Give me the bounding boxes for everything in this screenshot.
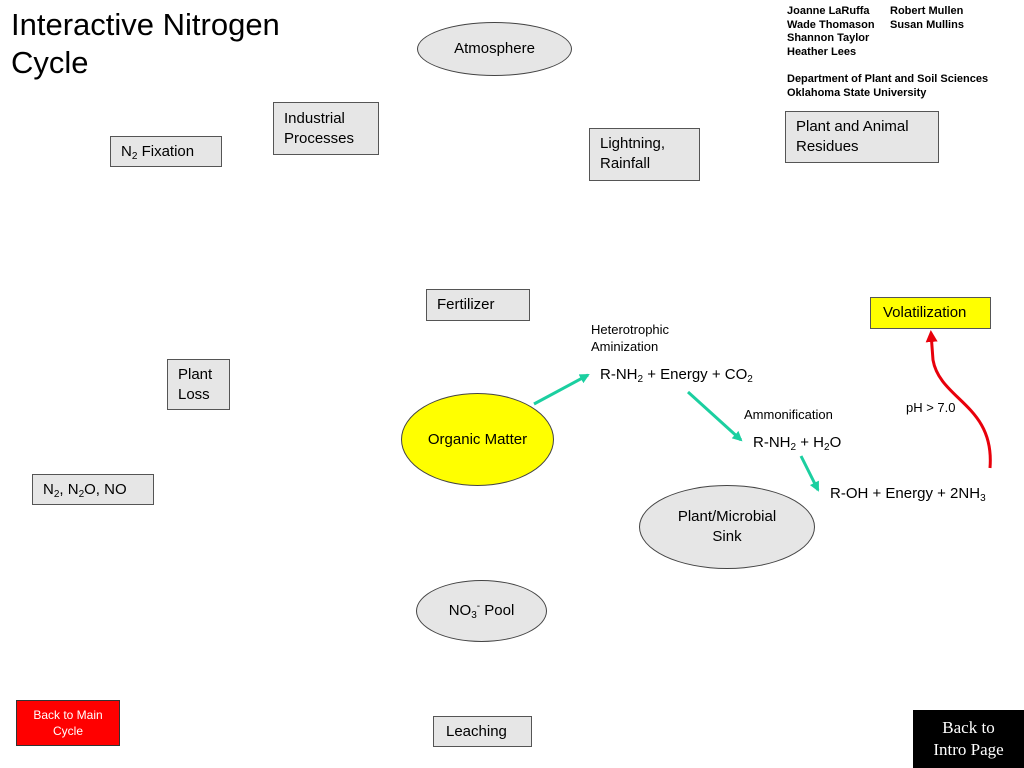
atmosphere-label: Atmosphere xyxy=(454,40,535,57)
volatilization-node[interactable]: Volatilization xyxy=(870,297,991,329)
back-to-intro-page-button[interactable]: Back to Intro Page xyxy=(913,710,1024,768)
credits-block: Joanne LaRuffa Wade Thomason Shannon Tay… xyxy=(787,5,1017,100)
residues-label-line2: Residues xyxy=(796,138,859,155)
gases-text: , N xyxy=(59,481,79,498)
eq-text: R-OH + Energy + 2NH xyxy=(830,485,981,502)
industrial-label-line1: Industrial xyxy=(284,110,345,127)
fertilizer-node[interactable]: Fertilizer xyxy=(426,289,530,321)
plant-animal-residues-node[interactable]: Plant and Animal Residues xyxy=(785,111,939,163)
eq-text: R-NH xyxy=(600,366,638,383)
ammonification-label: Ammonification xyxy=(744,407,833,422)
back-intro-label-line2: Intro Page xyxy=(933,740,1004,759)
organic-matter-label: Organic Matter xyxy=(427,430,528,448)
n2-fixation-text: N xyxy=(121,143,132,160)
gases-text: N xyxy=(43,481,54,498)
eq-text: O xyxy=(829,434,842,451)
industrial-processes-node[interactable]: Industrial Processes xyxy=(273,102,379,155)
equation-nh3: R-OH + Energy + 2NH3 xyxy=(830,485,986,504)
department: Department of Plant and Soil Sciences xyxy=(787,73,989,85)
eq-subscript: 3 xyxy=(980,493,986,504)
arrow-to-ammonification xyxy=(686,390,743,442)
leaching-label: Leaching xyxy=(446,723,507,740)
gases-text: O, NO xyxy=(84,481,127,498)
author: Shannon Taylor xyxy=(787,32,870,44)
sink-label-line2: Sink xyxy=(712,528,742,545)
arrow-to-nh3 xyxy=(799,455,820,492)
industrial-label-line2: Processes xyxy=(284,130,355,147)
arrow-to-volatilization xyxy=(925,330,992,469)
arrow-om-to-aminization xyxy=(533,373,590,406)
lightning-label-line1: Lightning, xyxy=(600,135,666,152)
ph-condition-label: pH > 7.0 xyxy=(906,400,956,415)
heterotrophic-label-line1: Heterotrophic xyxy=(591,322,670,337)
no3-superscript: - xyxy=(476,601,481,612)
back-to-main-cycle-button[interactable]: Back to Main Cycle xyxy=(16,700,120,746)
equation-aminization: R-NH2 + Energy + CO2 xyxy=(600,366,753,385)
n2-fixation-text: Fixation xyxy=(137,143,195,160)
author: Heather Lees xyxy=(787,45,857,58)
author: Susan Mullins xyxy=(890,18,964,31)
eq-subscript: 2 xyxy=(747,374,753,385)
gases-subscript: 2 xyxy=(53,489,60,500)
residues-label-line1: Plant and Animal xyxy=(796,118,909,135)
leaching-node[interactable]: Leaching xyxy=(433,716,532,747)
authors-column-1: Joanne LaRuffa Wade Thomason Shannon Tay… xyxy=(787,5,890,59)
no3-text: NO xyxy=(448,602,472,619)
authors-column-2: Robert Mullen Susan Mullins xyxy=(890,5,964,59)
eq-text: + Energy + CO xyxy=(643,366,748,383)
sink-label-line1: Plant/Microbial xyxy=(677,508,777,525)
heterotrophic-label-line2: Aminization xyxy=(591,339,659,354)
organic-matter-node[interactable]: Organic Matter xyxy=(401,393,554,486)
no3-subscript: 3 xyxy=(471,610,477,621)
no3-pool-node[interactable]: NO3- Pool xyxy=(416,580,547,642)
author: Robert Mullen xyxy=(890,5,964,17)
eq-subscript: 2 xyxy=(637,374,644,385)
plant-loss-label-line2: Loss xyxy=(178,386,210,403)
eq-text: + H xyxy=(796,434,824,451)
lightning-label-line2: Rainfall xyxy=(600,155,651,172)
plant-loss-node[interactable]: Plant Loss xyxy=(167,359,230,410)
fertilizer-label: Fertilizer xyxy=(437,296,495,313)
eq-text: R-NH xyxy=(753,434,791,451)
plant-microbial-sink-node[interactable]: Plant/Microbial Sink xyxy=(639,485,815,569)
equation-ammonification: R-NH2 + H2O xyxy=(753,434,842,453)
plant-loss-label-line1: Plant xyxy=(178,366,213,383)
back-main-label-line2: Cycle xyxy=(52,724,83,738)
university: Oklahoma State University xyxy=(787,86,927,99)
back-intro-label-line1: Back to xyxy=(942,718,995,737)
nitrogen-gases-node[interactable]: N2, N2O, NO xyxy=(32,474,154,505)
page-title: Interactive Nitrogen Cycle xyxy=(11,7,280,80)
n2-fixation-node[interactable]: N2 Fixation xyxy=(110,136,222,167)
author: Wade Thomason xyxy=(787,18,875,31)
n2-fixation-subscript: 2 xyxy=(131,151,138,162)
no3-text: Pool xyxy=(480,602,515,619)
eq-subscript: 2 xyxy=(824,442,830,453)
volatilization-label: Volatilization xyxy=(883,304,967,321)
lightning-rainfall-node[interactable]: Lightning, Rainfall xyxy=(589,128,700,181)
gases-subscript: 2 xyxy=(78,489,85,500)
atmosphere-node[interactable]: Atmosphere xyxy=(417,22,572,76)
heterotrophic-aminization-label: Heterotrophic Aminization xyxy=(591,321,669,355)
eq-subscript: 2 xyxy=(790,442,797,453)
back-main-label-line1: Back to Main xyxy=(33,708,103,722)
author: Joanne LaRuffa xyxy=(787,5,870,17)
